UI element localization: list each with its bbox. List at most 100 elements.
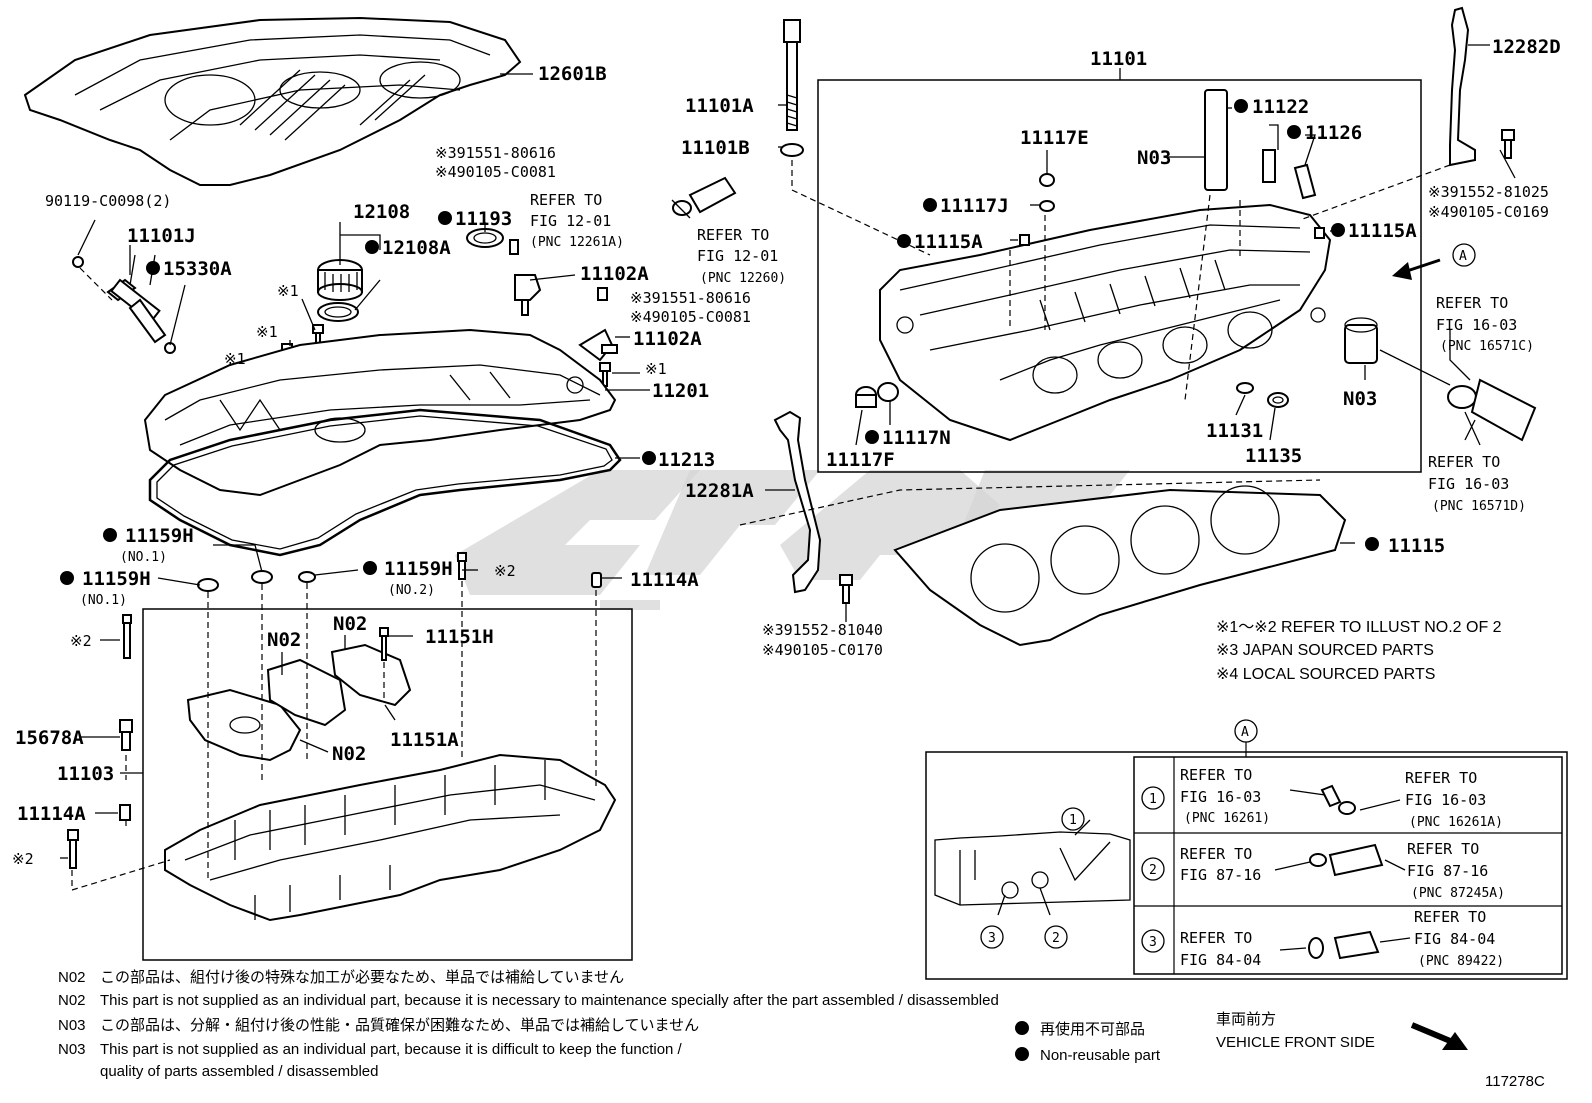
label-refer-to-2: REFER TO: [697, 226, 769, 244]
label-ref-490105-c: ※490105-C0169: [1428, 203, 1549, 221]
legend-note-2: ※3 JAPAN SOURCED PARTS: [1216, 642, 1434, 659]
label-pnc-12261A: (PNC 12261A): [530, 235, 624, 250]
label-12282D: 12282D: [1492, 36, 1561, 58]
label-15330A: 15330A: [163, 258, 232, 280]
inset-row1-right-fig: FIG 16-03: [1405, 791, 1486, 809]
label-12108A: 12108A: [382, 237, 451, 259]
engine-hanger-12282D: [1299, 6, 1515, 221]
inset-row3-left-fig: FIG 84-04: [1180, 951, 1261, 969]
head-bolt-11101A: [780, 19, 931, 256]
inset-A-table: [1133, 756, 1563, 975]
label-11102A-a: 11102A: [580, 263, 649, 285]
inset-row3-left-ref: REFER TO: [1180, 929, 1252, 947]
label-11122: 11122: [1252, 96, 1309, 118]
key-nonreusable-en: Non-reusable part: [1040, 1047, 1161, 1064]
label-N02-b: N02: [333, 613, 367, 635]
label-ast2-c: ※2: [12, 850, 34, 868]
label-no1-b: (NO.1): [80, 593, 127, 608]
label-11159H-b: 11159H: [82, 568, 151, 590]
label-11117E: 11117E: [1020, 127, 1089, 149]
footnote-code-1: N02: [58, 969, 86, 986]
label-12281A: 12281A: [685, 480, 754, 502]
inset-row2-left-ref: REFER TO: [1180, 845, 1252, 863]
legend-note-3: ※4 LOCAL SOURCED PARTS: [1216, 666, 1435, 683]
label-11135: 11135: [1245, 445, 1302, 467]
label-11101J: 11101J: [127, 225, 196, 247]
inset-row3-right-pnc: (PNC 89422): [1418, 954, 1504, 969]
camshaft-housing-frame: [142, 608, 633, 961]
engine-cover-12601B: [23, 16, 522, 186]
cam-position-sensors: [466, 228, 618, 362]
inset-row3-right-ref: REFER TO: [1414, 908, 1486, 926]
pcv-hose: [671, 176, 737, 219]
oil-control-valve-group: [72, 254, 176, 354]
label-ast1-b: ※1: [256, 323, 278, 341]
arrow-view-A: [1392, 243, 1476, 280]
camshaft-housing-11103: [164, 753, 617, 922]
label-ref-391551-b: ※391551-80616: [630, 289, 751, 307]
inset-row3-right-fig: FIG 84-04: [1414, 930, 1495, 948]
vehicle-front-arrow-icon: [1410, 1022, 1468, 1050]
label-11114A-a: 11114A: [630, 569, 699, 591]
inset-row2-right-fig: FIG 87-16: [1407, 862, 1488, 880]
illustration-number: 117278C: [1485, 1073, 1545, 1090]
hose-fig-16-03: [1379, 349, 1537, 442]
label-pnc-12260: (PNC 12260): [700, 271, 786, 286]
label-11126: 11126: [1305, 122, 1362, 144]
inset-mini-callout-3: 3: [988, 931, 996, 946]
footnote-code-3: N03: [58, 1017, 86, 1034]
bearing-caps: [67, 552, 602, 891]
label-ref-490105-d: ※490105-C0170: [762, 641, 883, 659]
watermark-logo: [455, 470, 1130, 610]
footnote-text-4: This part is not supplied as an individu…: [100, 1041, 683, 1058]
label-refer-to-3: REFER TO: [1436, 294, 1508, 312]
label-ref-391551-a: ※391551-80616: [435, 144, 556, 162]
label-pnc-16571C: (PNC 16571C): [1440, 339, 1534, 354]
label-11115: 11115: [1388, 535, 1445, 557]
label-refer-to-1: REFER TO: [530, 191, 602, 209]
engine-hanger-12281A: [773, 410, 853, 604]
label-ref-490105-a: ※490105-C0081: [435, 163, 556, 181]
inset-engine-sketch: [934, 807, 1131, 949]
label-ast2-b: ※2: [70, 632, 92, 650]
footnote-text-1: この部品は、組付け後の特殊な加工が必要なため、単品では補給していません: [100, 969, 624, 986]
inset-mini-callout-2: 2: [1052, 931, 1060, 946]
inset-row2-left-fig: FIG 87-16: [1180, 866, 1261, 884]
head-gasket-11115: [739, 479, 1347, 647]
inset-row1-left-ref: REFER TO: [1180, 766, 1252, 784]
inset-row1-left-pnc: (PNC 16261): [1184, 811, 1270, 826]
label-15678A: 15678A: [15, 727, 84, 749]
direction-en: VEHICLE FRONT SIDE: [1216, 1034, 1375, 1051]
cylinder-head-cover-11201: [143, 328, 617, 497]
label-11151A: 11151A: [390, 729, 459, 751]
label-no2: (NO.2): [388, 583, 435, 598]
inset-row2-right-pnc: (PNC 87245A): [1411, 886, 1505, 901]
inset-title-A: A: [1241, 725, 1249, 740]
label-ref-391552-a: ※391552-81025: [1428, 183, 1549, 201]
inset-row1-right-pnc: (PNC 16261A): [1409, 815, 1503, 830]
label-fig-12-01-b: FIG 12-01: [697, 247, 778, 265]
label-12108: 12108: [353, 201, 410, 223]
inset-row1-left-fig: FIG 16-03: [1180, 788, 1261, 806]
label-12601B: 12601B: [538, 63, 607, 85]
label-11213: 11213: [658, 449, 715, 471]
footnote-code-2: N02: [58, 992, 86, 1009]
label-pnc-16571D: (PNC 16571D): [1432, 499, 1526, 514]
cylinder-head-11101: [879, 194, 1332, 442]
inset-row2-right-ref: REFER TO: [1407, 840, 1479, 858]
label-11101B: 11101B: [681, 137, 750, 159]
inset-parts: [1141, 784, 1411, 960]
label-11117F: 11117F: [826, 449, 895, 471]
label-fig-16-03-b: FIG 16-03: [1428, 475, 1509, 493]
key-nonreusable-jp: 再使用不可部品: [1040, 1021, 1145, 1038]
footnote-code-4: N03: [58, 1041, 86, 1058]
label-ast1-a: ※1: [277, 282, 299, 300]
footnote-text-2: This part is not supplied as an individu…: [100, 992, 999, 1009]
inset-row3-num: 3: [1149, 935, 1157, 950]
label-refer-to-4: REFER TO: [1428, 453, 1500, 471]
label-90119: 90119-C0098(2): [45, 192, 171, 210]
label-11115A-a: 11115A: [914, 231, 983, 253]
label-no1-a: (NO.1): [120, 550, 167, 565]
